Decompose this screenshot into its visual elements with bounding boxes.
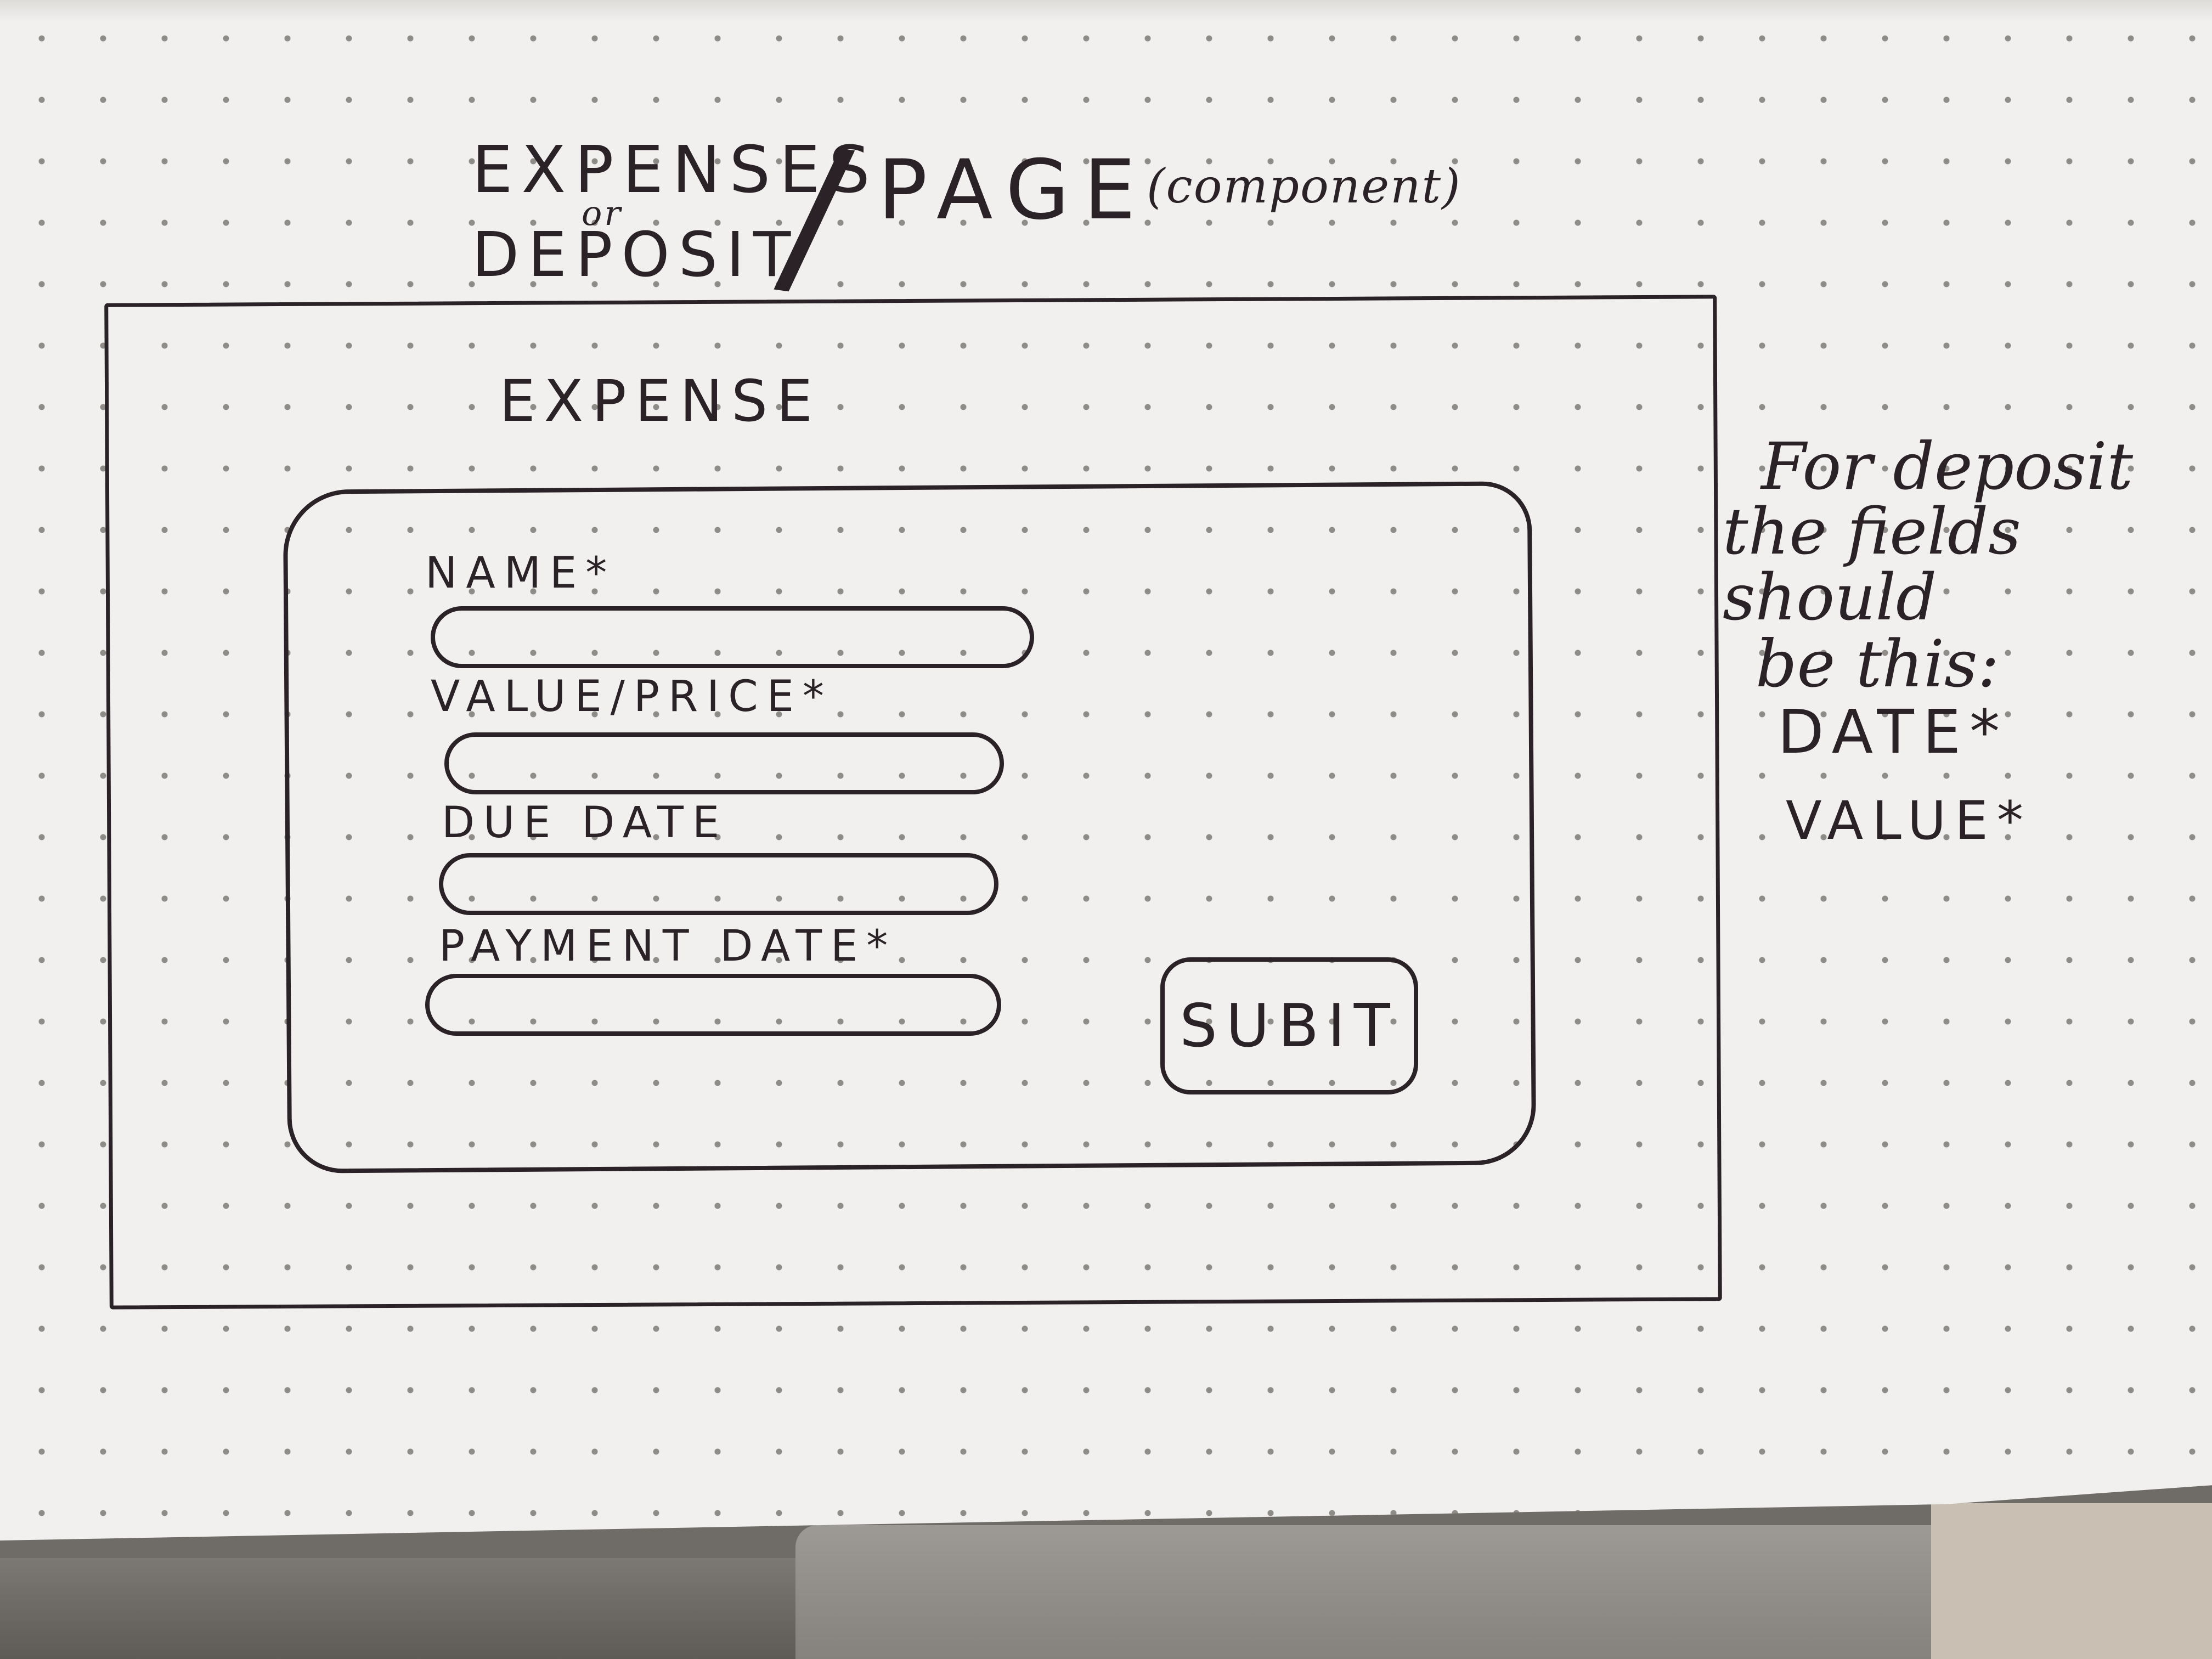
desk-corner: [1931, 1503, 2212, 1659]
page-title-or: or: [582, 193, 623, 233]
page-title-deposit: DEPOSIT: [472, 219, 800, 291]
due-date-input[interactable]: [439, 853, 998, 915]
page-title-page: PAGE: [878, 143, 1150, 238]
payment-date-input[interactable]: [425, 974, 1001, 1036]
value-price-label: VALUE/PRICE*: [431, 672, 833, 721]
value-price-input[interactable]: [444, 732, 1004, 794]
note-line: For deposit: [1761, 428, 2134, 504]
note-field-date: DATE*: [1778, 697, 2009, 767]
form-heading: EXPENSE: [499, 368, 821, 435]
page-title-expenses: EXPENSES: [472, 132, 879, 207]
deposit-note: For deposit the fields should be this:: [1723, 433, 2194, 697]
submit-button[interactable]: SUBIT: [1160, 957, 1418, 1094]
due-date-label: DUE DATE: [442, 798, 729, 848]
page-title-component: (component): [1147, 159, 1462, 214]
note-field-value: VALUE*: [1786, 790, 2032, 851]
laptop-edge: [795, 1525, 1975, 1659]
notebook-paper: EXPENSES or DEPOSIT / PAGE (component) E…: [0, 0, 2212, 1541]
payment-date-label: PAYMENT DATE*: [439, 922, 897, 971]
note-line: the fields should: [1723, 495, 2021, 635]
note-line: be this:: [1756, 626, 2000, 702]
paper-shadow: [0, 0, 2212, 22]
name-input[interactable]: [431, 606, 1034, 668]
name-label: NAME*: [425, 549, 616, 598]
